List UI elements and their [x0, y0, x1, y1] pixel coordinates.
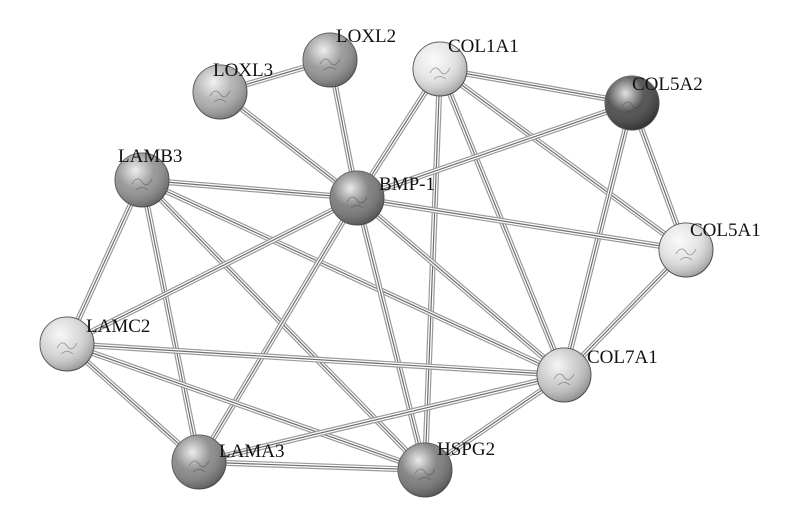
- edge-lamb3-bmp1: [139, 177, 360, 201]
- edge-col1a1-hspg2: [422, 66, 443, 473]
- node-col5a2[interactable]: [604, 75, 660, 131]
- node-label-col5a1: COL5A1: [690, 220, 761, 241]
- node-col7a1[interactable]: [536, 347, 592, 403]
- node-col1a1[interactable]: [412, 41, 468, 97]
- node-label-lamc2: LAMC2: [86, 316, 150, 337]
- edge-bmp1-lama3: [196, 195, 360, 465]
- edge-col5a1-bmp1: [354, 195, 689, 253]
- edge-lamb3-col7a1: [139, 177, 567, 378]
- node-loxl3[interactable]: [192, 64, 248, 120]
- node-bmp1[interactable]: [329, 170, 385, 226]
- edge-bmp1-hspg2: [354, 195, 428, 473]
- edge-lamb3-lama3: [139, 177, 202, 465]
- node-hspg2[interactable]: [397, 442, 453, 498]
- edges-layer: [64, 57, 689, 473]
- edge-lama3-col7a1: [196, 372, 567, 465]
- edge-loxl3-bmp1: [217, 89, 360, 201]
- node-label-loxl2: LOXL2: [336, 26, 396, 47]
- edge-col1a1-col5a2: [437, 66, 635, 106]
- node-loxl2[interactable]: [302, 32, 358, 88]
- edge-lamb3-lamc2: [64, 177, 145, 347]
- node-col5a1[interactable]: [658, 222, 714, 278]
- node-lamb3[interactable]: [114, 152, 170, 208]
- edge-col5a2-bmp1: [354, 100, 635, 201]
- node-label-bmp1: BMP-1: [379, 174, 435, 195]
- edge-hspg2-col7a1: [422, 372, 567, 473]
- node-lama3[interactable]: [171, 434, 227, 490]
- node-label-col5a2: COL5A2: [632, 74, 703, 95]
- edge-lamc2-lama3: [64, 341, 202, 465]
- edge-lamc2-col7a1: [64, 341, 567, 378]
- node-label-lama3: LAMA3: [219, 441, 284, 462]
- edge-bmp1-col7a1: [354, 195, 567, 378]
- node-label-col1a1: COL1A1: [448, 36, 519, 57]
- edge-lama3-hspg2: [196, 459, 428, 473]
- node-label-lamb3: LAMB3: [118, 146, 182, 167]
- edge-bmp1-lamc2: [64, 195, 360, 347]
- edge-col1a1-col5a1: [437, 66, 689, 253]
- node-label-col7a1: COL7A1: [587, 347, 658, 368]
- nodes-layer: [39, 32, 714, 498]
- edge-col5a1-col7a1: [561, 247, 689, 378]
- edge-lamc2-hspg2: [64, 341, 428, 473]
- node-lamc2[interactable]: [39, 316, 95, 372]
- node-label-hspg2: HSPG2: [437, 439, 495, 460]
- node-label-loxl3: LOXL3: [213, 60, 273, 81]
